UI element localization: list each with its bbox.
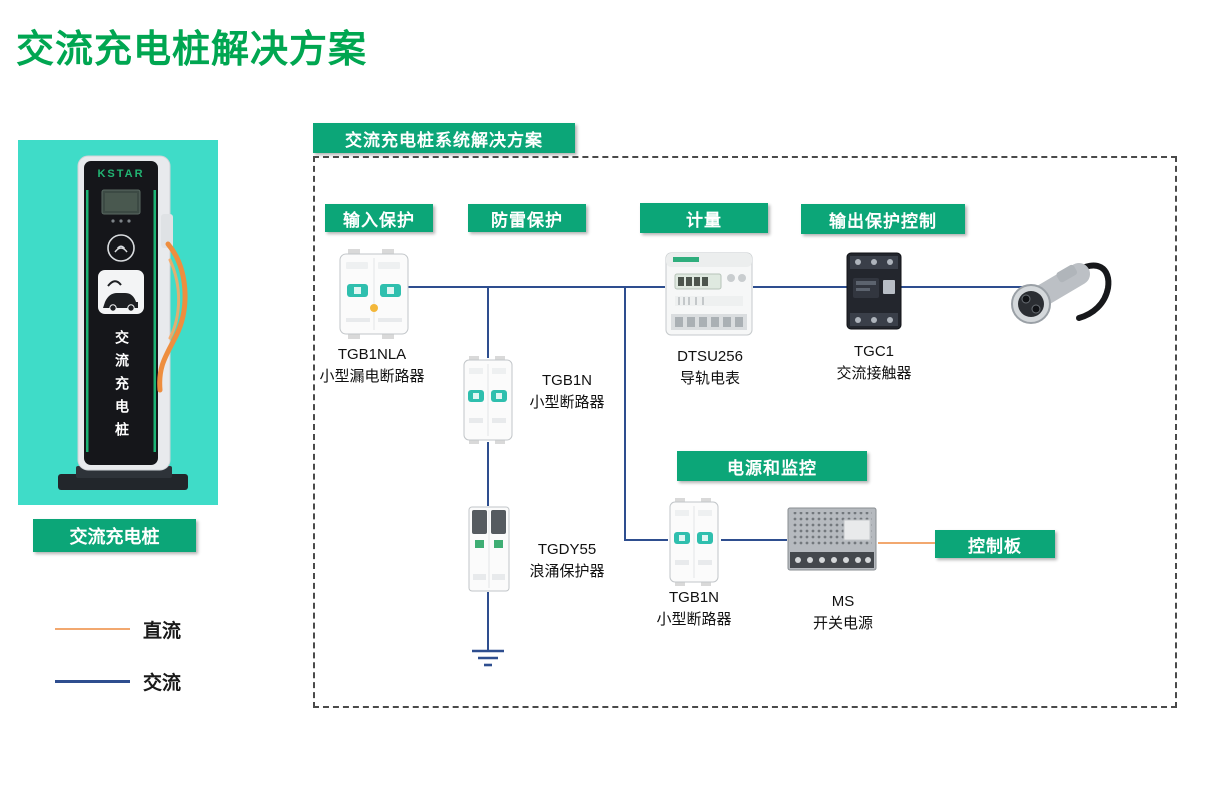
mcb1-name: 小型断路器	[529, 393, 605, 411]
contactor-model: TGC1	[853, 343, 894, 360]
wire-ac-drop-spd-2	[487, 442, 489, 506]
legend-dc-line	[55, 628, 130, 630]
meter-name: 导轨电表	[679, 369, 740, 387]
contactor-label: TGC1 交流接触器	[819, 341, 929, 385]
mcb1-label: TGB1N 小型断路器	[512, 370, 622, 414]
mcb2-name: 小型断路器	[656, 610, 732, 628]
psu-label: MS 开关电源	[788, 591, 898, 635]
badge-control-board: 控制板	[935, 530, 1055, 558]
wire-ac-main-1	[405, 286, 665, 288]
wire-ac-main-2	[753, 286, 848, 288]
charging-gun-image	[1005, 248, 1115, 333]
badge-lightning-protection: 防雷保护	[468, 204, 586, 232]
product-photo-panel	[18, 140, 218, 505]
pile-vertical-label: 交流充电桩	[114, 330, 130, 445]
page-title: 交流充电桩解决方案	[16, 29, 368, 71]
spd-label: TGDY55 浪涌保护器	[512, 539, 622, 583]
legend-dc-label: 直流	[143, 621, 182, 642]
mcb2-label: TGB1N 小型断路器	[639, 587, 749, 631]
meter-image	[663, 250, 755, 338]
mcb1-image	[463, 356, 513, 444]
rcbo-image	[338, 248, 410, 340]
meter-label: DTSU256 导轨电表	[655, 346, 765, 390]
brand-label: KSTAR	[97, 168, 145, 180]
ground-icon	[468, 648, 508, 672]
badge-power-and-monitoring: 电源和监控	[677, 451, 867, 481]
badge-metering: 计量	[640, 203, 768, 233]
wire-ac-main-3	[901, 286, 1033, 288]
psu-model: MS	[831, 593, 855, 610]
wire-ac-to-mcb2	[624, 539, 668, 541]
mcb2-image	[668, 498, 720, 586]
legend-ac-line	[55, 680, 130, 683]
wire-ac-drop-power	[624, 286, 626, 540]
wire-ac-drop-spd-1	[487, 286, 489, 358]
product-caption: 交流充电桩	[33, 519, 196, 552]
spd-image	[468, 504, 510, 594]
wire-ac-mcb2-to-psu	[721, 539, 787, 541]
legend-ac-label: 交流	[143, 673, 182, 694]
badge-input-protection: 输入保护	[325, 204, 433, 232]
psu-name: 开关电源	[812, 614, 873, 632]
rcbo-name: 小型漏电断路器	[319, 367, 425, 385]
rcbo-label: TGB1NLA 小型漏电断路器	[287, 344, 457, 388]
mcb1-model: TGB1N	[541, 372, 592, 389]
diagram-header: 交流充电桩系统解决方案	[313, 123, 575, 153]
meter-model: DTSU256	[677, 348, 743, 365]
charging-pile-image	[18, 140, 218, 505]
mcb2-model: TGB1N	[668, 589, 719, 606]
rcbo-model: TGB1NLA	[337, 346, 407, 363]
wire-dc-psu-to-control-board	[878, 542, 935, 544]
wire-ac-drop-ground	[487, 592, 489, 650]
contactor-image	[845, 250, 903, 332]
psu-image	[786, 504, 878, 578]
contactor-name: 交流接触器	[836, 364, 912, 382]
diagram-box	[313, 156, 1177, 708]
spd-model: TGDY55	[537, 541, 597, 558]
badge-output-protection-control: 输出保护控制	[801, 204, 965, 234]
spd-name: 浪涌保护器	[529, 562, 605, 580]
